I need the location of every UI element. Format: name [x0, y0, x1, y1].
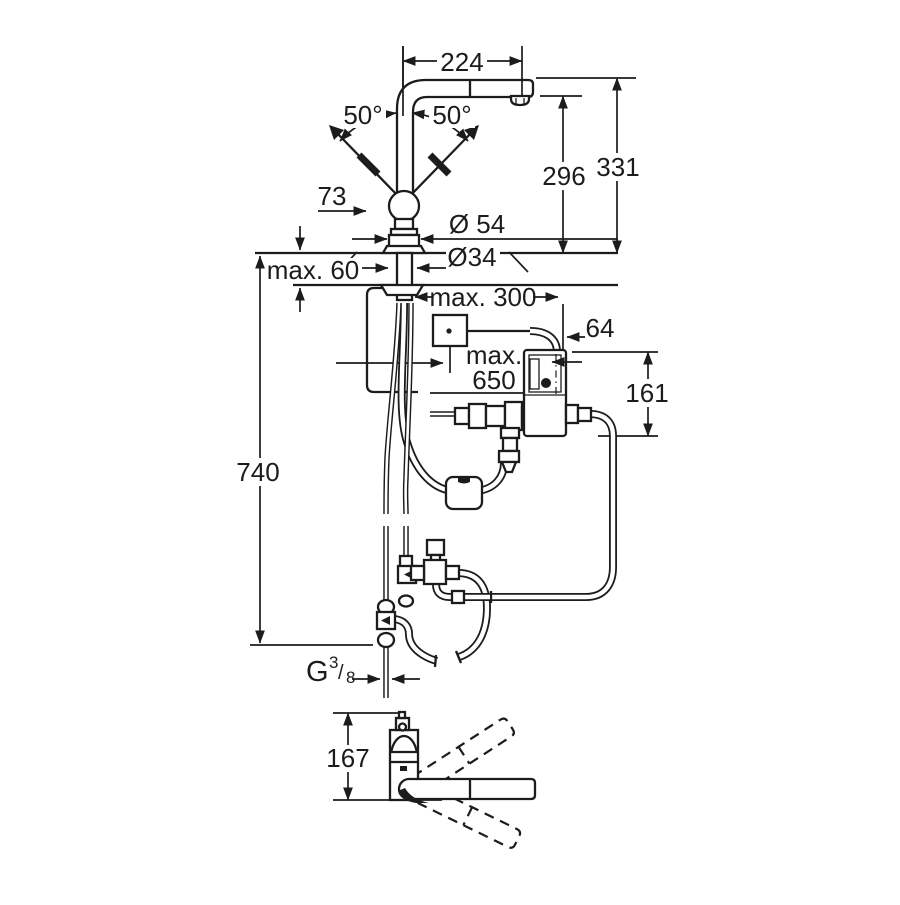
thread-slash: /: [338, 662, 344, 684]
dim-spout-reach: 224: [440, 47, 483, 77]
check-valve-middle: [396, 554, 418, 608]
control-box: [522, 348, 582, 438]
dim-angle-right: 50°: [432, 100, 471, 130]
dim-cable-max: max.: [466, 340, 522, 370]
hoses: [383, 302, 617, 698]
dim-side-distance: max. 300: [430, 282, 537, 312]
aerator: [509, 94, 531, 107]
ball-joint: [387, 189, 421, 223]
dim-deck-thickness: max. 60: [267, 255, 360, 285]
tee-fitting-row: [453, 400, 531, 432]
shutoff-valve: [409, 538, 461, 586]
spout: [395, 78, 535, 198]
plan-spout-solid: [397, 777, 537, 801]
dimensions: 224 50° 50° 73 296 331 Ø 54 Ø34 max. 60: [233, 46, 671, 801]
dim-thread: G 3 / 8: [306, 653, 420, 688]
plan-shadow: [398, 788, 429, 803]
dim-hole-diameter: Ø34: [447, 242, 496, 272]
plan-dashed-spout-up: [412, 717, 516, 794]
neck: [393, 217, 415, 231]
dim-box-height: 161: [625, 378, 668, 408]
dim-under-deck: 740: [236, 457, 279, 487]
hose-bracket: [365, 286, 418, 394]
thread-num: 3: [329, 653, 338, 672]
reference-lines: [250, 46, 658, 801]
dim-body-diameter: Ø 54: [449, 209, 505, 239]
lever-right: [408, 125, 479, 198]
angle-valve-left: [375, 598, 397, 649]
mounting-nut: [378, 283, 426, 297]
thread-g: G: [306, 656, 329, 688]
dim-box-offset: 64: [586, 313, 615, 343]
dim-total-height: 331: [596, 152, 639, 182]
dim-lever-offset: 73: [318, 181, 347, 211]
check-valve: [497, 426, 521, 474]
dim-spout-height: 296: [542, 161, 585, 191]
faucet-front-view: [329, 78, 535, 302]
power-plug-box: [431, 313, 469, 348]
thread-den: 8: [346, 668, 355, 687]
under-sink-components: [375, 313, 593, 668]
plan-view: [388, 710, 537, 849]
dim-plan-depth: 167: [326, 743, 369, 773]
dim-angle-left: 50°: [343, 100, 382, 130]
dim-cable-650: 650: [472, 365, 515, 395]
